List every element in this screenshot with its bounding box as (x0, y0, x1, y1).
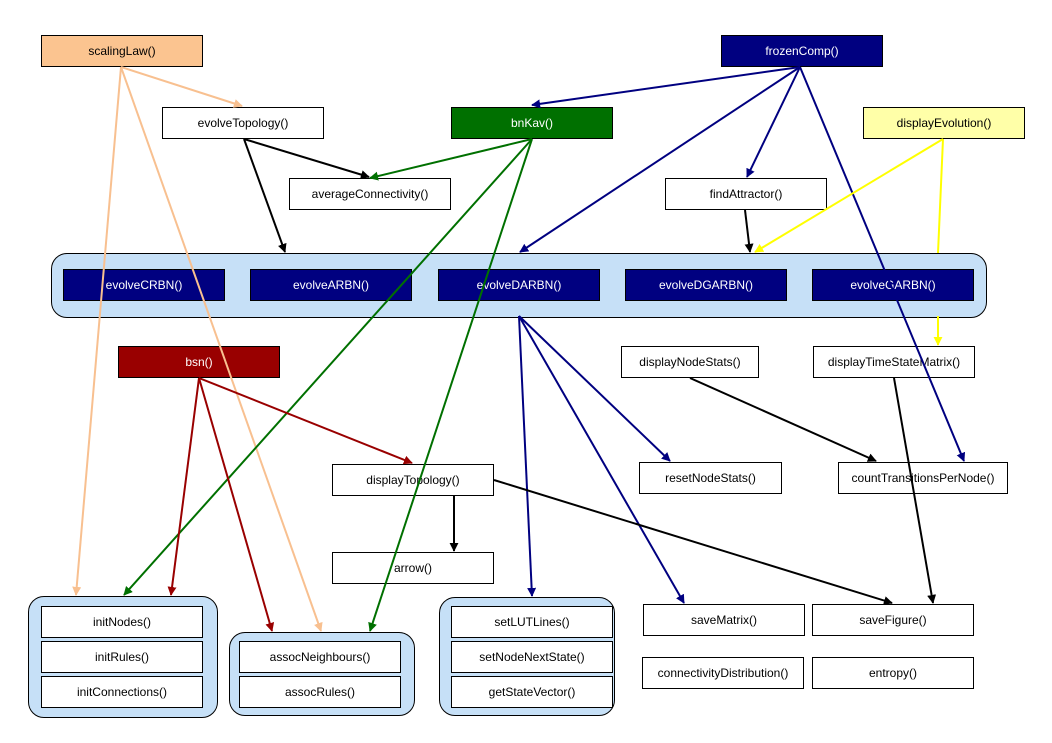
node-countTransitionsPerNode: countTransitionsPerNode() (838, 462, 1008, 494)
node-setLUTLines: setLUTLines() (451, 606, 613, 638)
node-initConnections: initConnections() (41, 676, 203, 708)
node-bsn: bsn() (118, 346, 280, 378)
edge-frozenComp-countTransitionsPerNode (799, 66, 966, 462)
node-saveMatrix: saveMatrix() (643, 604, 805, 636)
edge-scalingLaw-evolveTopology (120, 66, 243, 108)
edge-displayEvolution-evolveGroup (754, 138, 944, 253)
edge-bsn-initNodes (167, 377, 200, 596)
edge-scalingLaw-initNodes (72, 66, 122, 596)
node-displayTopology: displayTopology() (332, 464, 494, 496)
edge-evolveTopology-evolveGroup (243, 138, 287, 253)
node-scalingLaw: scalingLaw() (41, 35, 203, 67)
node-saveFigure: saveFigure() (812, 604, 974, 636)
edge-frozenComp-findAttractor (746, 66, 801, 178)
edge-scalingLaw-assocNeighbours (120, 66, 323, 632)
node-displayNodeStats: displayNodeStats() (621, 346, 759, 378)
edge-displayEvolution-displayTimeStateMatrix (937, 138, 944, 254)
edge-displayTimeStateMatrix-saveFigure (893, 377, 937, 604)
node-findAttractor: findAttractor() (665, 178, 827, 210)
node-evolveGARBN: evolveGARBN() (812, 269, 974, 301)
node-evolveTopology: evolveTopology() (162, 107, 324, 139)
node-setNodeNextState: setNodeNextState() (451, 641, 613, 673)
node-bnKav: bnKav() (451, 107, 613, 139)
edge-frozenComp-evolveGroup (519, 66, 801, 253)
edge-bnKav-initNodes (123, 138, 533, 596)
node-connectivityDistribution: connectivityDistribution() (642, 657, 804, 689)
edge-evolveDARBN-setLUTLines (518, 315, 537, 597)
node-initRules: initRules() (41, 641, 203, 673)
edge-bnKav-averageConnectivity (369, 138, 533, 181)
edge-evolveTopology-averageConnectivity (243, 138, 370, 179)
node-resetNodeStats: resetNodeStats() (639, 462, 782, 494)
node-frozenComp: frozenComp() (721, 35, 883, 67)
node-displayTimeStateMatrix: displayTimeStateMatrix() (813, 346, 975, 378)
node-assocRules: assocRules() (239, 676, 401, 708)
node-entropy: entropy() (812, 657, 974, 689)
edge-findAttractor-evolveGroup (744, 209, 754, 253)
node-displayEvolution: displayEvolution() (863, 107, 1025, 139)
edge-displayNodeStats-countTransitionsPerNode (689, 377, 877, 462)
node-initNodes: initNodes() (41, 606, 203, 638)
edge-bsn-assocNeighbours (198, 377, 275, 632)
edge-frozenComp-bnKav (531, 66, 801, 109)
edge-bsn-displayTopology (198, 377, 413, 465)
node-assocNeighbours: assocNeighbours() (239, 641, 401, 673)
edge-evolveDARBN-resetNodeStats (518, 315, 671, 462)
node-getStateVector: getStateVector() (451, 676, 613, 708)
node-evolveDGARBN: evolveDGARBN() (625, 269, 787, 301)
node-evolveARBN: evolveARBN() (250, 269, 412, 301)
node-evolveDARBN: evolveDARBN() (438, 269, 600, 301)
node-arrow: arrow() (332, 552, 494, 584)
edge-bnKav-assocNeighbours (368, 138, 533, 632)
edge-displayTopology-saveFigure (493, 479, 893, 605)
edge-evolveDARBN-saveMatrix (518, 315, 685, 604)
